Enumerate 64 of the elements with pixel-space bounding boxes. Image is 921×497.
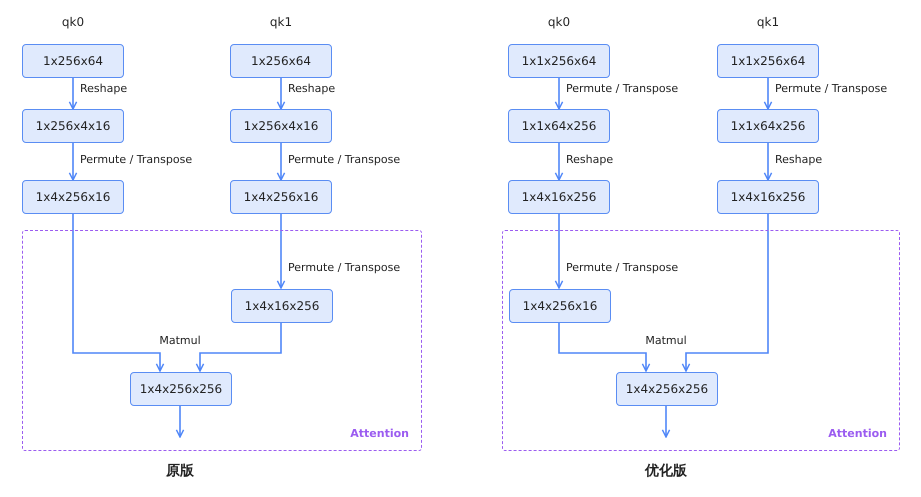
tensor-shape-text: 1x256x4x16 [244, 119, 318, 133]
arrow [276, 143, 286, 181]
edge-label: Reshape [287, 82, 336, 96]
arrow [558, 322, 650, 372]
arrow [682, 214, 769, 372]
arrow [554, 214, 564, 289]
arrow [276, 78, 286, 110]
tensor-shape-text: 1x4x256x256 [140, 382, 222, 396]
tensor-shape-box [508, 180, 610, 214]
edge-label: Reshape [774, 153, 824, 167]
tensor-shape-box [22, 180, 124, 214]
tensor-shape-text: 1x4x256x16 [36, 190, 110, 204]
tensor-shape-text: 1x1x64x256 [730, 119, 806, 133]
arrow [554, 143, 564, 181]
tensor-shape-text: 1x4x16x256 [244, 299, 320, 313]
tensor-shape-box [509, 289, 611, 323]
tensor-shape-text: 1x256x64 [250, 54, 311, 68]
tensor-shape-text: 1x256x4x16 [36, 119, 110, 133]
tensor-shape-text: 1x4x256x16 [244, 190, 318, 204]
tensor-shape-box [22, 109, 124, 143]
arrow [276, 214, 286, 289]
tensor-shape-text: 1x4x256x256 [626, 382, 708, 396]
tensor-shape-text: 1x256x64 [42, 54, 103, 68]
arrow [764, 78, 772, 110]
operation-label: Matmul [159, 334, 201, 347]
group-title: Attention [828, 427, 887, 440]
input-name: qk1 [756, 15, 780, 29]
panel-caption: 优化版 [645, 462, 687, 480]
arrow [68, 143, 78, 181]
arrow [72, 214, 164, 372]
arrow [554, 78, 564, 110]
tensor-shape-box [616, 372, 718, 406]
tensor-shape-text: 1x1x256x64 [522, 54, 596, 68]
tensor-shape-box [230, 180, 332, 214]
tensor-shape-box [130, 372, 232, 406]
tensor-shape-box [230, 109, 332, 143]
operation-label: Matmul [645, 334, 687, 347]
tensor-shape-box [508, 109, 610, 143]
edge-label: Permute / Transpose [287, 261, 402, 275]
panel-caption: 原版 [166, 462, 194, 480]
arrow [176, 405, 184, 438]
edge-label: Reshape [565, 153, 614, 167]
tensor-shape-text: 1x1x256x64 [730, 54, 806, 68]
arrow [662, 405, 670, 438]
tensor-shape-box [717, 180, 819, 214]
tensor-shape-text: 1x1x64x256 [522, 119, 596, 133]
arrow [764, 143, 772, 181]
edge-label: Permute / Transpose [565, 82, 680, 96]
tensor-shape-box [231, 289, 333, 323]
tensor-shape-text: 1x4x16x256 [730, 190, 806, 204]
tensor-shape-box [717, 109, 819, 143]
group-title: Attention [350, 427, 409, 440]
input-name: qk1 [268, 15, 294, 29]
tensor-shape-text: 1x4x256x16 [522, 299, 598, 313]
input-name: qk0 [546, 15, 572, 29]
edge-label: Permute / Transpose [79, 153, 194, 167]
arrow [196, 322, 282, 372]
edge-label: Reshape [79, 82, 128, 96]
edge-label: Permute / Transpose [287, 153, 402, 167]
edge-label: Permute / Transpose [565, 261, 680, 275]
edge-label: Permute / Transpose [774, 82, 888, 96]
arrow [68, 78, 78, 110]
tensor-shape-text: 1x4x16x256 [522, 190, 596, 204]
input-name: qk0 [60, 15, 86, 29]
